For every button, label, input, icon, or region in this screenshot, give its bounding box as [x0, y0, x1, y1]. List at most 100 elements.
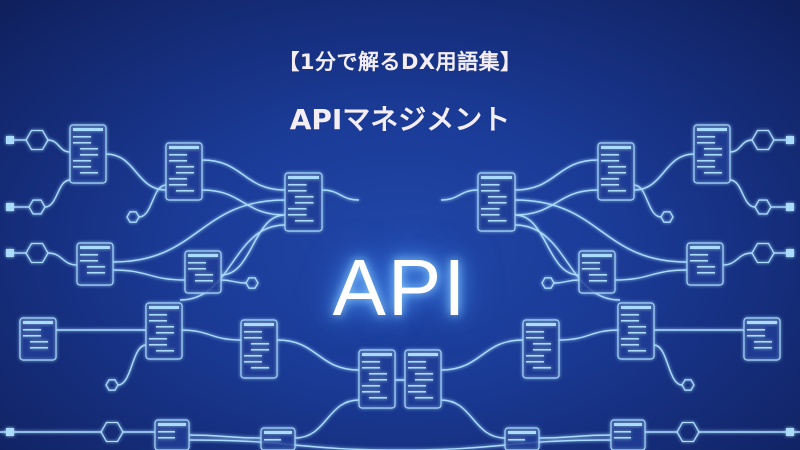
- node-text-line: [156, 326, 174, 328]
- node-header-bar: [690, 246, 720, 249]
- node-text-line: [169, 160, 187, 162]
- connection-line: [201, 159, 286, 191]
- node-text-line: [244, 355, 262, 357]
- node-text-line: [601, 178, 619, 180]
- connection-line: [105, 153, 167, 191]
- node-text-line: [156, 332, 174, 334]
- server-node-icon: [154, 419, 190, 450]
- endpoint-square-icon: [786, 249, 794, 257]
- node-text-line: [621, 338, 639, 340]
- connection-line: [514, 189, 599, 216]
- node-header-bar: [188, 254, 218, 257]
- hexagon-icon: [105, 379, 119, 391]
- node-text-line: [169, 178, 187, 180]
- hexagon-icon: [751, 242, 775, 264]
- node-text-line: [23, 335, 41, 337]
- node-text-line: [30, 341, 48, 343]
- node-text-line: [195, 280, 213, 282]
- node-text-line: [73, 160, 91, 162]
- connection-line: [514, 159, 599, 191]
- node-text-line: [87, 272, 105, 274]
- node-text-line: [704, 148, 722, 150]
- node-text-line: [244, 331, 262, 333]
- node-header-bar: [244, 323, 274, 326]
- node-text-line: [704, 172, 722, 174]
- node-text-line: [169, 184, 187, 186]
- node-text-line: [264, 439, 281, 441]
- node-text-line: [176, 166, 194, 168]
- connection-line: [47, 139, 71, 153]
- connection-line: [188, 434, 262, 439]
- node-text-line: [362, 361, 380, 363]
- node-text-line: [690, 254, 708, 256]
- node-text-line: [288, 214, 307, 216]
- node-header-bar: [80, 246, 110, 249]
- node-header-bar: [614, 423, 642, 426]
- node-text-line: [188, 262, 206, 264]
- hexagon-icon: [126, 211, 140, 223]
- node-text-line: [488, 202, 507, 204]
- node-text-line: [80, 154, 98, 156]
- node-text-line: [526, 337, 544, 339]
- node-text-line: [80, 260, 98, 262]
- hexagon-icon: [100, 421, 124, 443]
- connection-line: [729, 139, 753, 153]
- node-text-line: [288, 190, 307, 192]
- node-text-line: [697, 136, 715, 138]
- node-text-line: [158, 437, 175, 439]
- node-text-line: [369, 373, 387, 375]
- node-header-bar: [601, 146, 631, 149]
- connection-line: [633, 153, 695, 191]
- server-node-icon: [610, 419, 646, 450]
- node-text-line: [589, 274, 607, 276]
- node-header-bar: [73, 128, 103, 131]
- node-text-line: [614, 431, 631, 433]
- node-text-line: [149, 344, 167, 346]
- node-text-line: [754, 347, 772, 349]
- node-text-line: [251, 367, 269, 369]
- node-text-line: [149, 338, 167, 340]
- connection-line: [220, 279, 247, 284]
- connection-line: [321, 189, 360, 201]
- api-center-label: API: [332, 243, 468, 332]
- server-node-icon: [578, 250, 616, 294]
- node-text-line: [526, 361, 544, 363]
- node-text-line: [526, 331, 544, 333]
- connection-line: [514, 224, 621, 301]
- node-text-line: [589, 280, 607, 282]
- node-text-line: [488, 196, 507, 198]
- server-node-icon: [19, 317, 57, 361]
- node-header-bar: [362, 353, 392, 356]
- node-text-line: [415, 379, 433, 381]
- node-header-bar: [621, 306, 651, 309]
- connection-line: [729, 179, 756, 208]
- node-text-line: [87, 266, 105, 268]
- server-node-icon: [743, 317, 781, 361]
- node-text-line: [408, 391, 426, 393]
- node-text-line: [176, 190, 194, 192]
- endpoint-square-icon: [786, 136, 794, 144]
- node-text-line: [582, 262, 600, 264]
- node-text-line: [73, 136, 91, 138]
- node-header-bar: [582, 254, 612, 257]
- node-text-line: [508, 439, 525, 441]
- server-node-icon: [165, 142, 203, 201]
- node-text-line: [295, 196, 314, 198]
- hexagon-icon: [541, 277, 555, 289]
- category-subtitle: 【1分で解るDX用語集】: [278, 50, 522, 74]
- node-text-line: [488, 220, 507, 222]
- node-header-bar: [697, 128, 727, 131]
- node-text-line: [628, 326, 646, 328]
- node-text-line: [747, 335, 765, 337]
- endpoint-square-icon: [6, 249, 14, 257]
- node-text-line: [80, 254, 98, 256]
- node-text-line: [628, 332, 646, 334]
- node-text-line: [481, 184, 500, 186]
- server-node-icon: [76, 242, 114, 286]
- node-text-line: [244, 337, 262, 339]
- connection-line: [722, 252, 753, 266]
- page-title: APIマネジメント: [289, 103, 511, 136]
- node-text-line: [362, 391, 380, 393]
- node-header-bar: [23, 321, 53, 324]
